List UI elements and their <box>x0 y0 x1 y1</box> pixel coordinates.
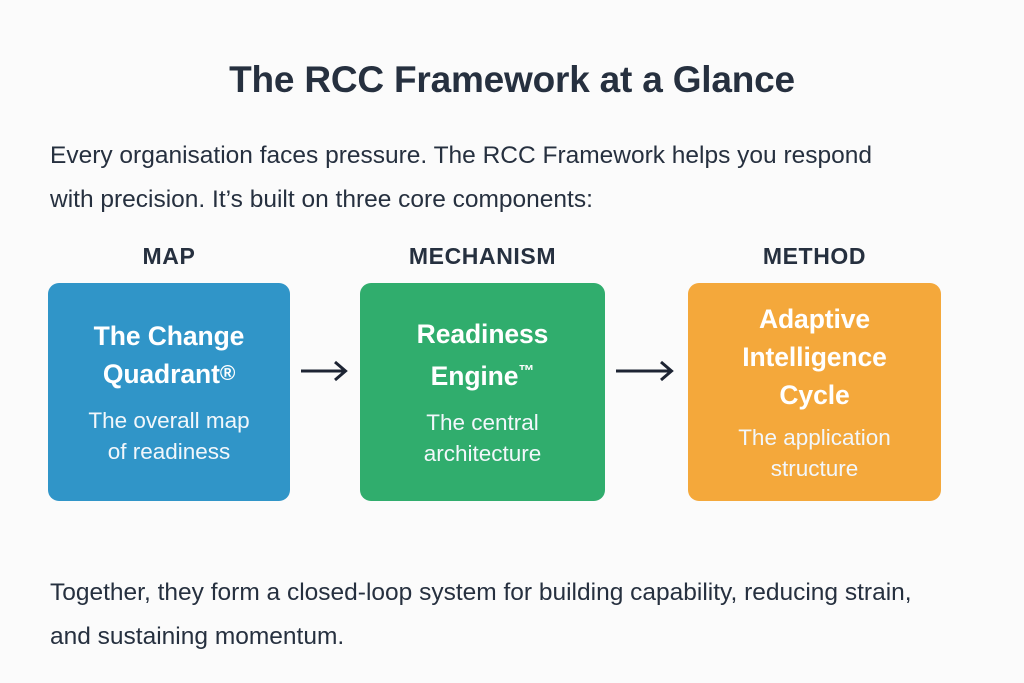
closing-paragraph: Together, they form a closed-loop system… <box>50 578 912 650</box>
component-title-line2: Quadrant <box>102 359 220 389</box>
arrow-right-icon-mechanism-to-method <box>615 355 678 387</box>
component-boxes-row: The Change Quadrant® The overall map of … <box>0 283 1024 501</box>
registered-trademark-icon: ® <box>219 362 236 385</box>
component-labels-row: MAP MECHANISM METHOD <box>0 241 1024 271</box>
page-title: The RCC Framework at a Glance <box>229 58 795 100</box>
component-subtitle-line2: structure <box>770 456 859 481</box>
component-subtitle-readiness-engine: The central architecture <box>424 407 542 469</box>
component-title-line1: The Change <box>93 321 245 351</box>
intro-paragraph: Every organisation faces pressure. The R… <box>50 141 873 213</box>
component-title-line2: Engine <box>430 361 519 391</box>
component-box-readiness-engine[interactable]: Readiness Engine™ The central architectu… <box>360 283 605 501</box>
component-subtitle-line2: architecture <box>423 441 542 466</box>
component-label-method: METHOD <box>762 243 867 269</box>
component-title-readiness-engine: Readiness Engine™ <box>417 315 549 395</box>
component-title-line3: Cycle <box>779 380 850 410</box>
component-subtitle-line1: The overall map <box>88 408 250 433</box>
component-subtitle-line1: The central <box>426 410 539 435</box>
trademark-icon: ™ <box>518 363 535 380</box>
component-subtitle-change-quadrant: The overall map of readiness <box>88 405 249 467</box>
component-title-line1: Adaptive <box>758 304 871 334</box>
component-title-line1: Readiness <box>416 319 549 349</box>
arrow-right-icon-map-to-mechanism <box>300 355 352 387</box>
component-subtitle-adaptive-intelligence-cycle: The application structure <box>738 422 891 484</box>
component-subtitle-line2: of readiness <box>107 439 231 464</box>
component-title-change-quadrant: The Change Quadrant® <box>94 317 245 393</box>
component-box-adaptive-intelligence-cycle[interactable]: Adaptive Intelligence Cycle The applicat… <box>688 283 941 501</box>
component-subtitle-line1: The application <box>738 425 891 450</box>
component-label-map: MAP <box>142 243 196 269</box>
component-title-adaptive-intelligence-cycle: Adaptive Intelligence Cycle <box>742 300 887 414</box>
component-box-change-quadrant[interactable]: The Change Quadrant® The overall map of … <box>48 283 290 501</box>
component-title-line2: Intelligence <box>742 342 887 372</box>
component-label-mechanism: MECHANISM <box>408 243 557 269</box>
